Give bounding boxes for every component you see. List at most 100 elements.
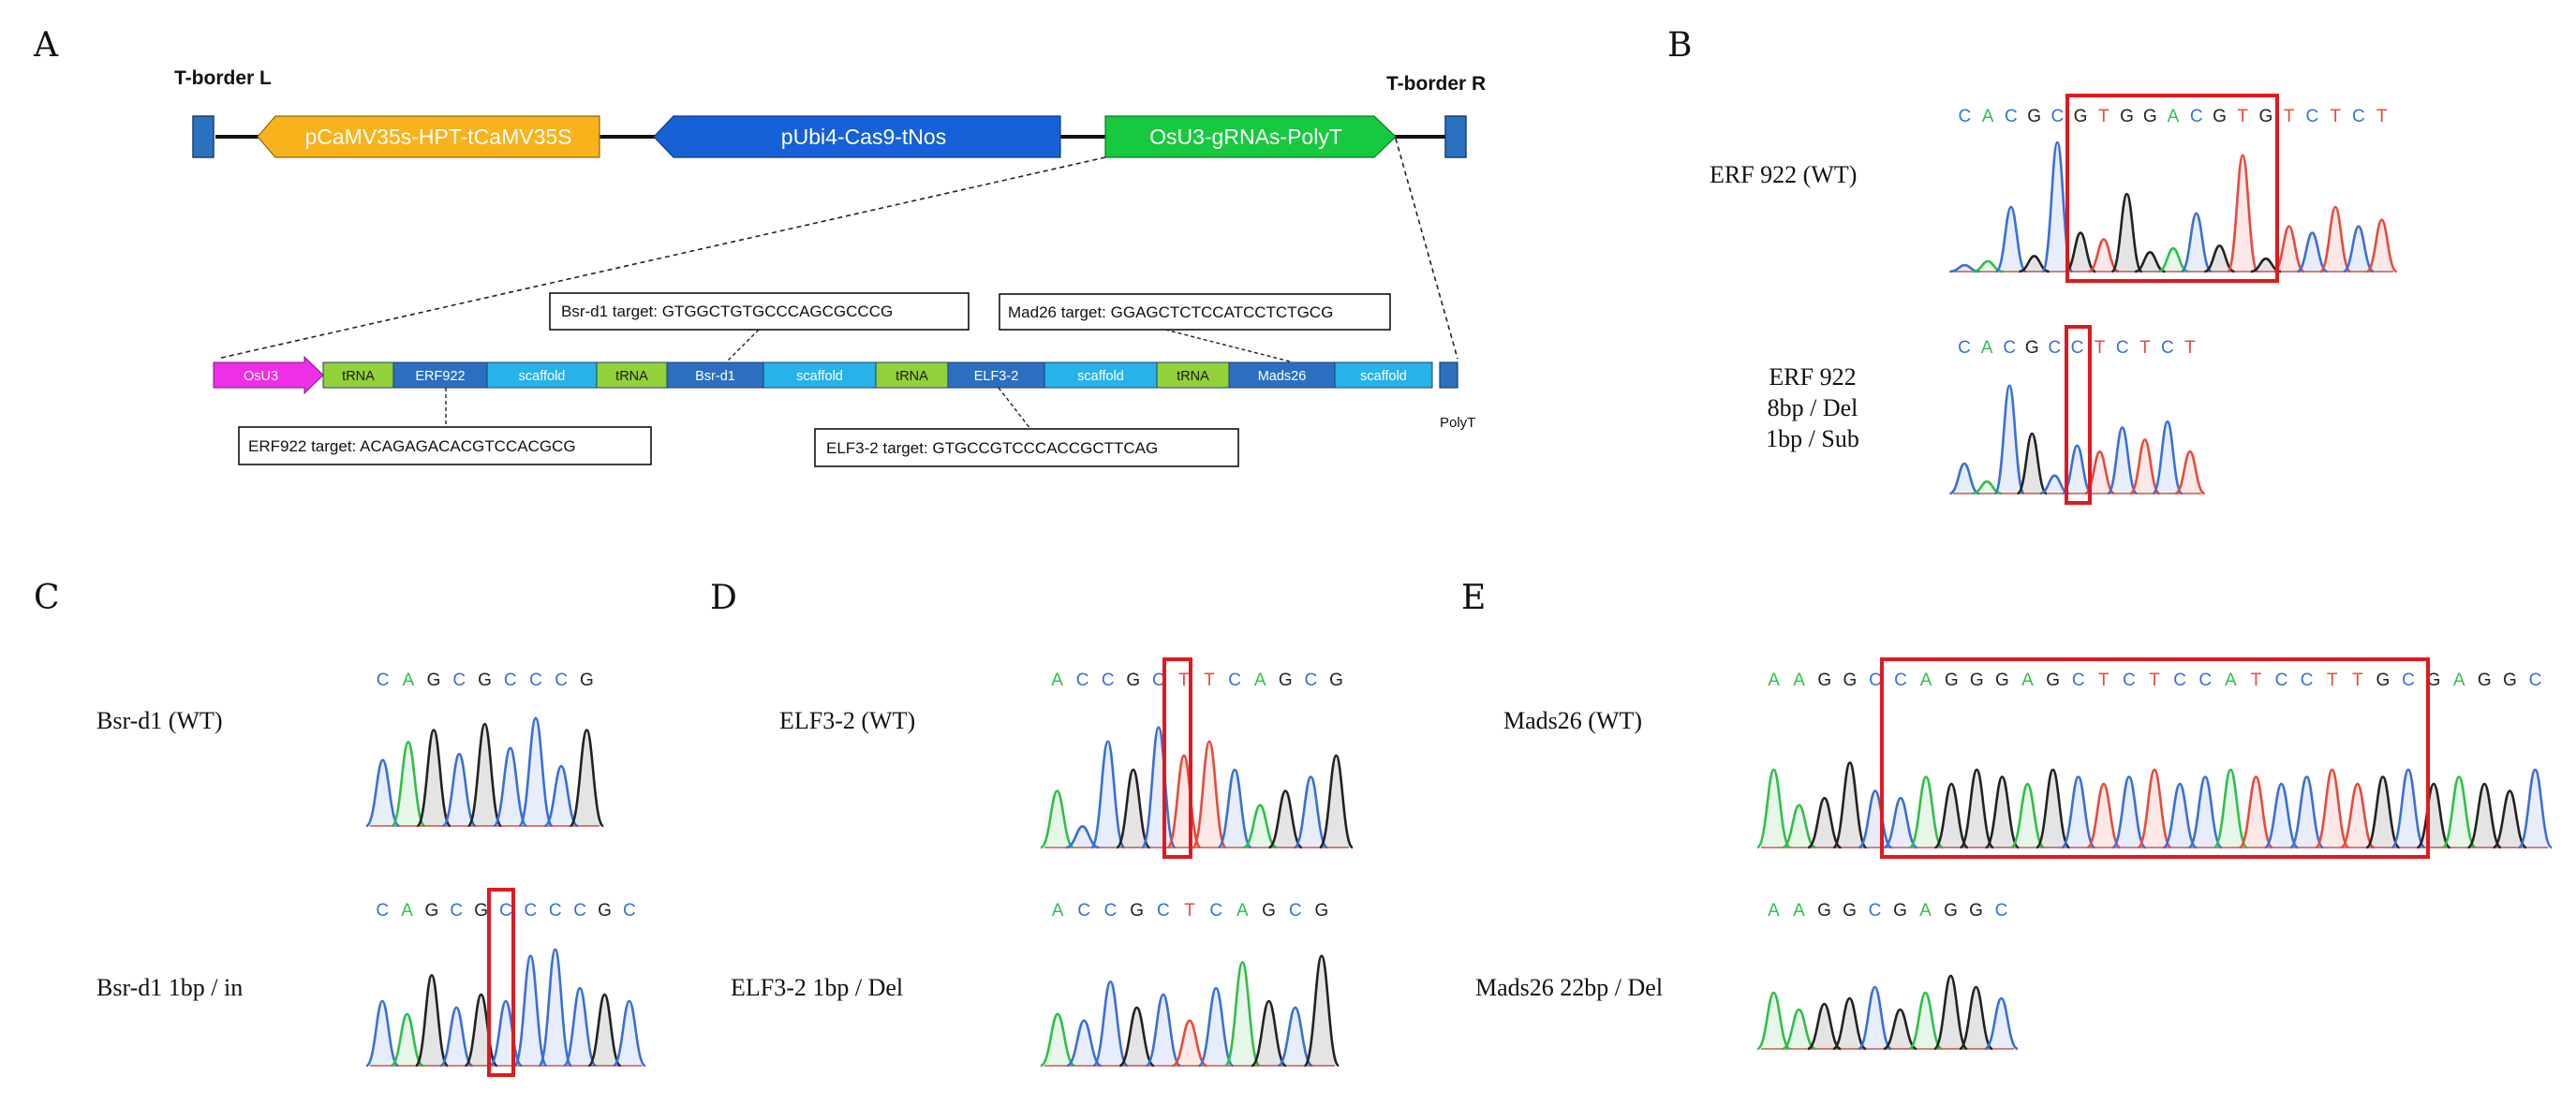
- base-call: A: [401, 901, 413, 921]
- trace-peak: [2340, 782, 2376, 849]
- trace-peak: [1066, 1019, 1103, 1068]
- base-call: C: [2071, 338, 2084, 358]
- trace-peak: [1883, 796, 1918, 849]
- base-call: C: [1305, 671, 1318, 690]
- base-call: A: [1982, 107, 1994, 126]
- trace-peak: [2288, 775, 2325, 849]
- base-call: A: [402, 671, 414, 690]
- trace-peak: [2010, 782, 2045, 849]
- base-call: G: [1945, 671, 1959, 690]
- base-call: C: [555, 671, 568, 690]
- array-segment-elf3-2-8: ELF3-2: [947, 361, 1045, 389]
- base-call: A: [1793, 901, 1805, 921]
- base-call: C: [1157, 901, 1170, 921]
- base-call: A: [1768, 671, 1780, 690]
- base-call: C: [1958, 338, 1971, 358]
- trace-peak: [492, 746, 528, 828]
- base-call: G: [1893, 901, 1907, 921]
- base-call: G: [2074, 107, 2088, 126]
- hpt-cassette-arrow: [257, 115, 600, 158]
- base-call: G: [2376, 671, 2390, 690]
- base-call: C: [504, 671, 517, 690]
- trace-peak: [1089, 740, 1126, 849]
- trace-peak: [2129, 438, 2161, 495]
- trace-peak: [1293, 775, 1329, 849]
- trna-label: tRNA: [1177, 369, 1209, 384]
- base-call: G: [427, 671, 441, 690]
- base-call: C: [1209, 901, 1222, 921]
- target-block: [947, 361, 1045, 389]
- trace-peak: [2517, 768, 2554, 849]
- base-call: A: [1793, 671, 1805, 690]
- array-segment-trna-1: tRNA: [322, 361, 394, 389]
- base-call: A: [2453, 671, 2465, 690]
- trace-peak: [489, 999, 523, 1068]
- base-call: C: [2005, 107, 2018, 126]
- trace-peak: [1040, 789, 1074, 849]
- base-call: G: [1969, 901, 1983, 921]
- tdna-construct: T-border L T-border R pCaMV35s-HPT-tCaMV…: [174, 67, 1486, 158]
- trace-peak: [2296, 231, 2329, 273]
- trace-peak: [2035, 768, 2071, 849]
- scaffold-label: scaffold: [1077, 369, 1124, 384]
- trace-peak: [517, 716, 554, 828]
- base-call: C: [499, 901, 512, 921]
- trace-peak: [1782, 804, 1816, 849]
- trace-peak: [562, 986, 598, 1068]
- base-call: A: [1920, 671, 1932, 690]
- trace-peak: [390, 1012, 424, 1068]
- base-call: G: [425, 901, 439, 921]
- trace-peak: [2060, 775, 2096, 849]
- scaffold-label: scaffold: [1360, 369, 1407, 384]
- base-call: G: [1817, 901, 1831, 921]
- trace-peak: [1242, 804, 1278, 849]
- trace-peak: [2157, 246, 2189, 273]
- trace-peak: [1782, 1008, 1816, 1051]
- base-call: G: [2143, 107, 2157, 126]
- trace-peak: [441, 752, 478, 828]
- array-segment-trna-7: tRNA: [875, 361, 949, 389]
- target-block: [1228, 361, 1336, 389]
- edit-site-highlight: [2065, 325, 2092, 505]
- base-call: T: [2284, 107, 2295, 126]
- trace-peak: [1832, 996, 1867, 1051]
- base-call: G: [2046, 671, 2060, 690]
- base-call: C: [1869, 901, 1882, 921]
- base-call: C: [2173, 671, 2186, 690]
- base-call: T: [1204, 671, 1215, 690]
- target-label: ERF922: [415, 369, 465, 384]
- trace-peak: [1318, 754, 1355, 849]
- trace-peak: [2466, 782, 2502, 849]
- array-segment-bsr-d1-5: Bsr-d1: [666, 361, 764, 389]
- trace-peak: [2441, 775, 2478, 849]
- scaffold-block: [1044, 361, 1158, 389]
- trace-peak: [2151, 420, 2184, 495]
- grna-cassette-arrow: [1104, 115, 1397, 158]
- base-call: C: [529, 671, 542, 690]
- base-call: C: [2275, 671, 2288, 690]
- trace-peak: [1858, 789, 1893, 849]
- base-call: C: [2529, 671, 2542, 690]
- array-segment-mads26-11: Mads26: [1228, 361, 1336, 389]
- base-call: G: [580, 671, 594, 690]
- base-call: C: [1077, 901, 1090, 921]
- trace-peak: [2110, 192, 2143, 273]
- array-segment-scaffold-9: scaffold: [1044, 361, 1158, 389]
- array-segment-scaffold-12: scaffold: [1334, 361, 1433, 389]
- base-call: G: [2120, 107, 2134, 126]
- base-call: C: [2301, 671, 2314, 690]
- base-call: C: [2190, 107, 2203, 126]
- base-call: G: [2427, 671, 2441, 690]
- trna-label: tRNA: [615, 369, 648, 384]
- bsrd1-target-label: Bsr-d1 target: GTGGCTGTGCCCAGCGCCCG: [561, 302, 893, 320]
- trace-peak: [2318, 205, 2352, 273]
- b-mut-label-line1: ERF 922: [1769, 363, 1856, 391]
- base-call: C: [1228, 671, 1241, 690]
- base-call: G: [1126, 671, 1140, 690]
- base-call: C: [377, 671, 390, 690]
